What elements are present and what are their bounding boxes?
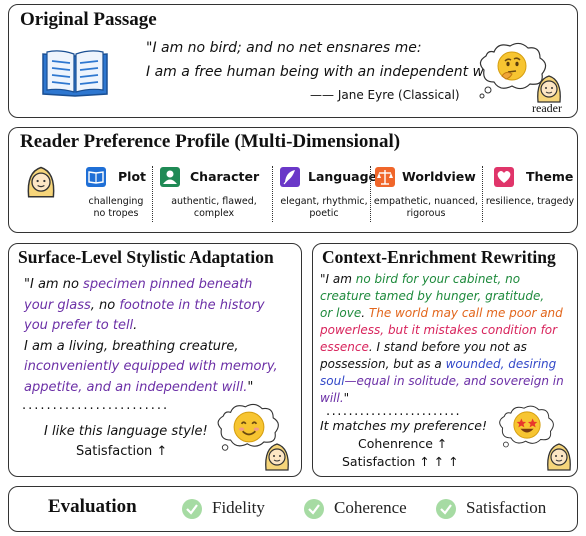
surface-rewrite-text: "I am no specimen pinned beneath your gl…	[24, 277, 278, 395]
surface-feedback-line-2: Satisfaction ↑	[76, 444, 168, 459]
dimension-theme-desc: resilience, tragedy	[485, 196, 575, 207]
scales-icon	[375, 167, 395, 187]
heart-icon	[494, 167, 514, 187]
open-book-icon	[42, 50, 108, 97]
context-feedback-line-3: Satisfaction ↑ ↑ ↑	[342, 454, 459, 469]
star-struck-face-icon	[513, 411, 541, 439]
context-enrichment-title: Context-Enrichment Rewriting	[322, 247, 556, 267]
evaluation-title: Evaluation	[48, 496, 137, 517]
original-passage-title: Original Passage	[20, 9, 157, 30]
reader-avatar-icon	[537, 75, 561, 103]
reader-avatar-icon	[547, 443, 571, 471]
evaluation-criterion-coherence: Coherence	[334, 498, 407, 517]
check-icon	[182, 499, 202, 519]
dimension-worldview-name: Worldview	[402, 169, 476, 184]
dimension-separator	[152, 166, 153, 222]
evaluation-criterion-satisfaction: Satisfaction	[466, 498, 547, 517]
surface-divider-dots: ........................	[22, 398, 170, 413]
original-quote-line-2: I am a free human being with an independ…	[146, 64, 503, 80]
dimension-separator	[482, 166, 483, 222]
dimension-character-name: Character	[190, 169, 260, 184]
reader-avatar-icon	[265, 443, 289, 471]
dimension-theme-name: Theme	[526, 169, 574, 184]
surface-feedback-line-1: I like this language style!	[44, 424, 208, 439]
original-quote-line-1: "I am no bird; and no net ensnares me:	[146, 40, 422, 56]
check-icon	[304, 499, 324, 519]
dimension-language-name: Language	[308, 169, 378, 184]
surface-adaptation-title: Surface-Level Stylistic Adaptation	[18, 247, 274, 267]
preference-profile-title: Reader Preference Profile (Multi-Dimensi…	[20, 131, 401, 152]
person-icon	[160, 167, 180, 187]
evaluation-criterion-fidelity: Fidelity	[212, 498, 265, 517]
feather-icon	[280, 167, 300, 187]
dimension-character-desc: authentic, flawed,complex	[171, 196, 257, 219]
dimension-separator	[272, 166, 273, 222]
reader-label: reader	[532, 101, 562, 115]
dimension-separator	[370, 166, 371, 222]
dimension-worldview-desc: empathetic, nuanced,rigorous	[373, 196, 479, 219]
context-feedback-line-1: It matches my preference!	[320, 418, 487, 433]
original-attribution: —— Jane Eyre (Classical)	[310, 88, 460, 102]
context-feedback-line-2: Cohenrence ↑	[358, 436, 448, 451]
context-divider-dots: ........................	[326, 404, 462, 419]
thinking-face-icon	[497, 51, 527, 81]
evaluation-panel	[8, 486, 578, 532]
check-icon	[436, 499, 456, 519]
reader-avatar-icon	[27, 166, 55, 198]
dimension-plot-name: Plot	[118, 169, 147, 184]
dimension-language-desc: elegant, rhythmic,poetic	[280, 196, 368, 219]
book-icon	[86, 167, 106, 187]
context-rewrite-text: "I am no bird for your cabinet, no creat…	[320, 272, 564, 405]
smiling-face-icon	[233, 411, 265, 443]
